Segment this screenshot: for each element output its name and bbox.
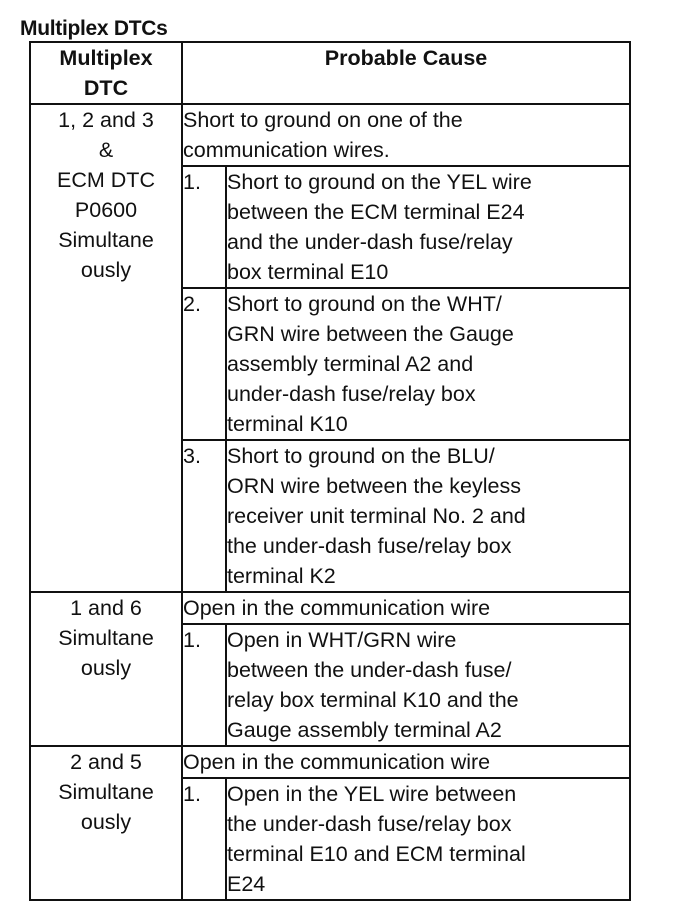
cause-line: E24 bbox=[227, 872, 266, 896]
cause-line: ORN wire between the keyless bbox=[227, 474, 521, 498]
cause-line: Open in WHT/GRN wire bbox=[227, 628, 457, 652]
dtc-code-cell: 2 and 5 Simultane ously bbox=[29, 745, 183, 901]
dtc-line: & bbox=[98, 138, 114, 162]
summary-line: Short to ground on one of the bbox=[183, 108, 463, 132]
dtc-code-cell: 1, 2 and 3 & ECM DTC P0600 Simultane ous… bbox=[29, 103, 183, 593]
table-row: 3. Short to ground on the BLU/ ORN wire … bbox=[30, 439, 631, 593]
cause-number-cell: 2. bbox=[181, 287, 227, 441]
header-line: Probable Cause bbox=[324, 46, 488, 70]
table-row: 2. Short to ground on the WHT/ GRN wire … bbox=[30, 287, 631, 441]
dtc-line: ously bbox=[80, 810, 132, 834]
cause-line: Short to ground on the BLU/ bbox=[227, 444, 495, 468]
dtc-line: Simultane bbox=[58, 228, 154, 252]
cause-line: Short to ground on the WHT/ bbox=[227, 292, 502, 316]
cause-summary-cell: Short to ground on one of the communicat… bbox=[181, 103, 631, 166]
cause-number-cell: 1. bbox=[181, 777, 227, 901]
summary-line: Open in the communication wire bbox=[183, 750, 491, 774]
dtc-line: P0600 bbox=[74, 198, 138, 222]
cause-line: terminal E10 and ECM terminal bbox=[227, 842, 526, 866]
cause-line: relay box terminal K10 and the bbox=[227, 688, 519, 712]
cause-number-cell: 1. bbox=[181, 165, 227, 289]
cause-line: between the under-dash fuse/ bbox=[227, 658, 512, 682]
dtc-line: Simultane bbox=[58, 626, 154, 650]
table-row: 1, 2 and 3 & ECM DTC P0600 Simultane ous… bbox=[29, 103, 631, 593]
cause-line: assembly terminal A2 and bbox=[227, 352, 474, 376]
dtc-code-cell: 1 and 6 Simultane ously bbox=[29, 591, 183, 747]
dtc-line: 2 and 5 bbox=[70, 750, 142, 774]
cause-text-cell: Open in WHT/GRN wire between the under-d… bbox=[225, 623, 631, 747]
dtc-line: ously bbox=[80, 656, 132, 680]
table-header-row: Multiplex DTC Probable Cause bbox=[29, 41, 631, 105]
dtc-line: 1 and 6 bbox=[70, 596, 142, 620]
dtc-line: ously bbox=[80, 258, 132, 282]
document-title: Multiplex DTCs bbox=[20, 17, 168, 40]
cause-line: Gauge assembly terminal A2 bbox=[227, 718, 502, 742]
cause-text-cell: Short to ground on the YEL wire between … bbox=[225, 165, 631, 289]
header-line: DTC bbox=[83, 76, 129, 100]
cause-line: under-dash fuse/relay box bbox=[227, 382, 476, 406]
dtc-line: 1, 2 and 3 bbox=[58, 108, 154, 132]
table-row: 1. Open in WHT/GRN wire between the unde… bbox=[30, 623, 631, 747]
table-row: 1. Short to ground on the YEL wire betwe… bbox=[30, 165, 631, 289]
cause-line: box terminal E10 bbox=[227, 260, 389, 284]
cause-line: Open in the YEL wire between bbox=[227, 782, 517, 806]
cause-line: receiver unit terminal No. 2 and bbox=[227, 504, 526, 528]
summary-line: communication wires. bbox=[183, 138, 390, 162]
dtc-line: Simultane bbox=[58, 780, 154, 804]
cause-line: the under-dash fuse/relay box bbox=[227, 812, 512, 836]
table-row: 1. Open in the YEL wire between the unde… bbox=[30, 777, 631, 901]
cause-number-cell: 1. bbox=[181, 623, 227, 747]
header-multiplex-dtc: Multiplex DTC bbox=[29, 41, 183, 105]
summary-line: Open in the communication wire bbox=[183, 596, 491, 620]
cause-text-cell: Open in the YEL wire between the under-d… bbox=[225, 777, 631, 901]
cause-number-cell: 3. bbox=[181, 439, 227, 593]
header-line: Multiplex bbox=[59, 46, 153, 70]
cause-summary-cell: Open in the communication wire bbox=[181, 745, 631, 779]
cause-text-cell: Short to ground on the BLU/ ORN wire bet… bbox=[225, 439, 631, 593]
header-probable-cause: Probable Cause bbox=[181, 41, 631, 105]
cause-summary-cell: Open in the communication wire bbox=[181, 591, 631, 625]
table-row: 2 and 5 Simultane ously Open in the comm… bbox=[29, 745, 631, 901]
cause-line: GRN wire between the Gauge bbox=[227, 322, 514, 346]
cause-line: Short to ground on the YEL wire bbox=[227, 170, 532, 194]
dtc-line: ECM DTC bbox=[57, 168, 155, 192]
cause-line: between the ECM terminal E24 bbox=[227, 200, 525, 224]
table-row: 1 and 6 Simultane ously Open in the comm… bbox=[29, 591, 631, 747]
cause-line: and the under-dash fuse/relay bbox=[227, 230, 513, 254]
cause-line: the under-dash fuse/relay box bbox=[227, 534, 512, 558]
cause-line: terminal K2 bbox=[227, 564, 336, 588]
dtc-table: Multiplex DTC Probable Cause 1, 2 and 3 … bbox=[29, 41, 631, 901]
cause-line: terminal K10 bbox=[227, 412, 348, 436]
cause-text-cell: Short to ground on the WHT/ GRN wire bet… bbox=[225, 287, 631, 441]
